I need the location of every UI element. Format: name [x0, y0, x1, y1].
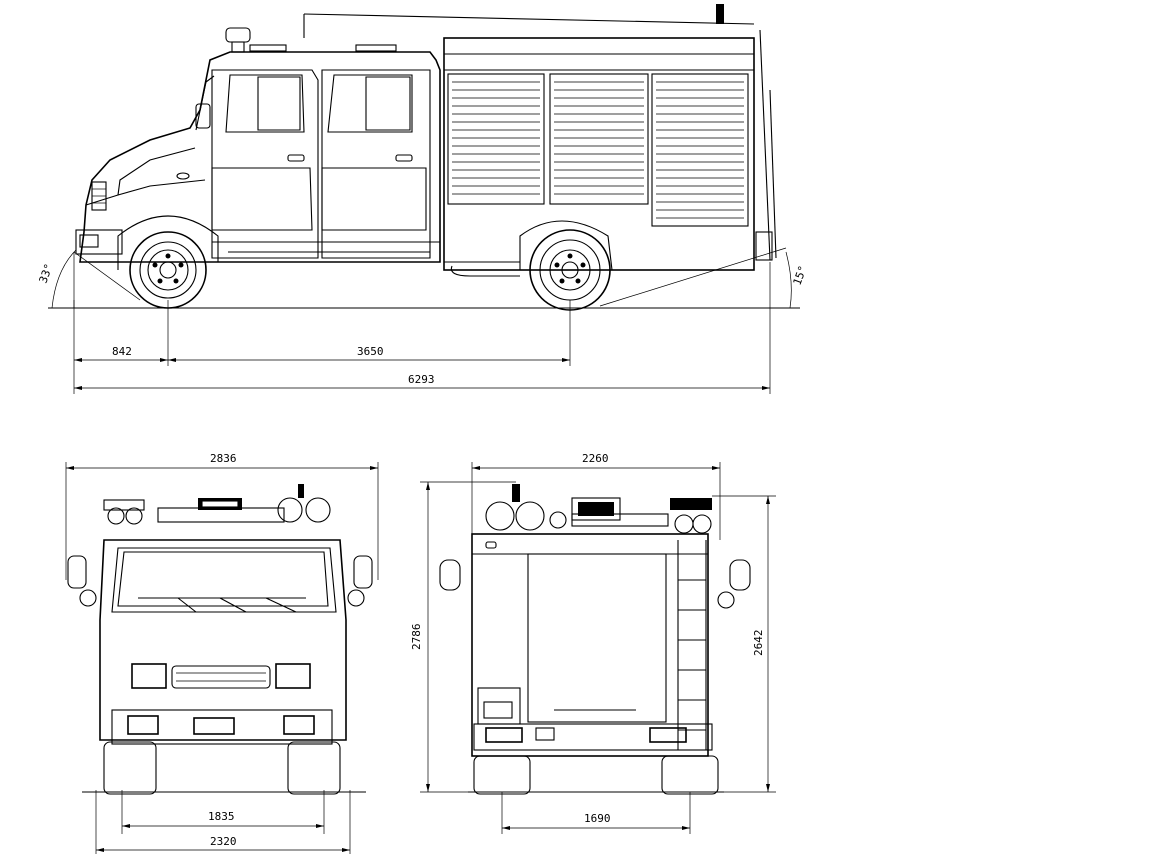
rear-body-width-dimension: 2260 [582, 452, 609, 465]
shutter-slats [452, 81, 744, 219]
wheelbase-dimension: 3650 [357, 345, 384, 358]
front-body-width-dimension: 2320 [210, 835, 237, 848]
rear-view [420, 462, 776, 834]
side-view: 33° 15° 842 3650 6293 [37, 4, 810, 394]
overall-length-dimension: 6293 [408, 373, 435, 386]
front-view [65, 462, 379, 854]
departure-angle-label: 15° [791, 264, 810, 287]
front-overall-width-dimension: 2836 [210, 452, 237, 465]
cab [75, 27, 441, 263]
departure-angle-lines [599, 247, 792, 309]
approach-angle-label: 33° [37, 262, 56, 285]
body [303, 4, 777, 277]
approach-angle-lines [51, 249, 141, 309]
rear-track-dimension: 1690 [584, 812, 611, 825]
front-track-dimension: 1835 [208, 810, 235, 823]
side-dimensions [73, 262, 771, 394]
rear-overall-height-dimension: 2786 [410, 624, 423, 651]
front-overhang-dimension: 842 [112, 345, 132, 358]
rear-body-height-dimension: 2642 [752, 630, 765, 657]
front-wheel [117, 215, 219, 309]
